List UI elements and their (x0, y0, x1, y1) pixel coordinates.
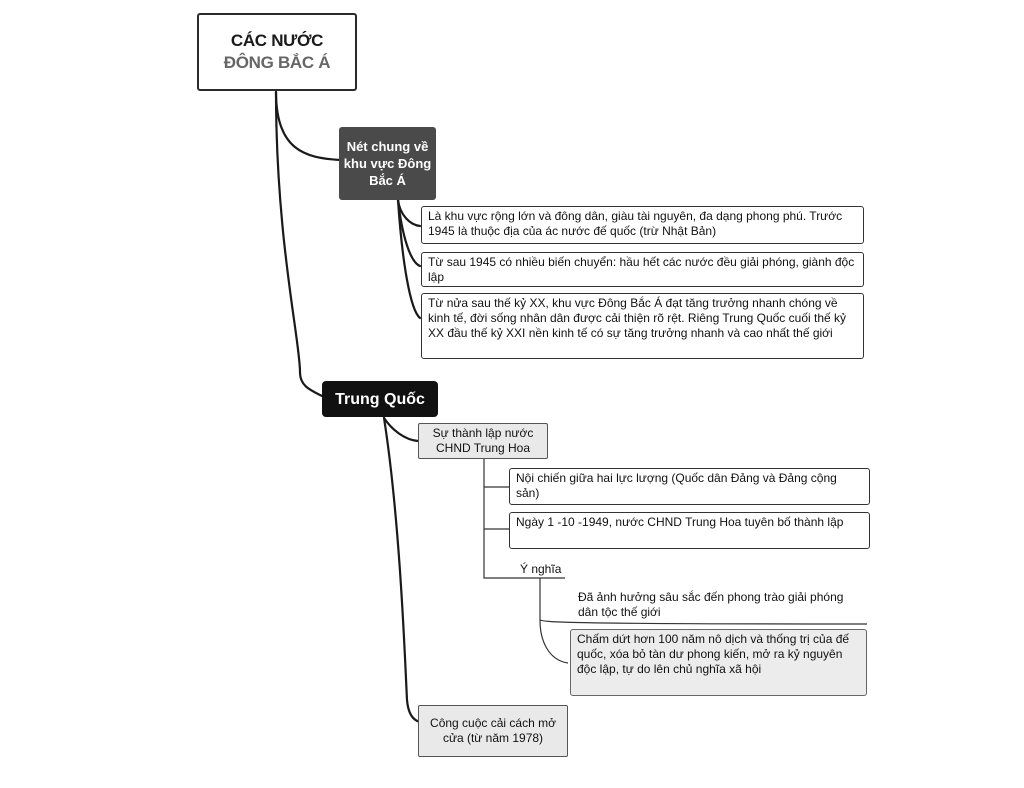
connector-root-common (274, 90, 342, 162)
common-item-1-text: Là khu vực rộng lớn và đông dân, giàu tà… (428, 209, 843, 238)
common-item-2[interactable]: Từ sau 1945 có nhiều biến chuyển: hầu hế… (421, 252, 864, 287)
reform-title: Công cuộc cải cách mở cửa (từ năm 1978) (430, 716, 556, 745)
connector-common-item-2 (396, 198, 422, 268)
founding-title: Sự thành lập nước CHND Trung Hoa (432, 426, 534, 455)
meaning-item-2-text: Chấm dứt hơn 100 năm nô dịch và thống tr… (577, 632, 850, 676)
connector-meaning-item-2 (539, 619, 569, 664)
root-node[interactable]: CÁC NƯỚC ĐÔNG BẮC Á (197, 13, 357, 91)
common-item-2-text: Từ sau 1945 có nhiều biến chuyển: hầu hế… (428, 255, 855, 284)
meaning-title: Ý nghĩa (520, 562, 562, 576)
meaning-node[interactable]: Ý nghĩa (514, 562, 574, 578)
root-title-line-1: CÁC NƯỚC (230, 31, 324, 50)
common-features-node[interactable]: Nét chung về khu vực Đông Bắc Á (339, 127, 436, 200)
common-item-3-text: Từ nửa sau thế kỷ XX, khu vực Đông Bắc Á… (428, 296, 847, 340)
founding-item-1[interactable]: Nội chiến giữa hai lực lượng (Quốc dân Đ… (509, 468, 870, 505)
root-title-line-2: ĐÔNG BẮC Á (223, 53, 331, 72)
common-item-3[interactable]: Từ nửa sau thế kỷ XX, khu vực Đông Bắc Á… (421, 293, 864, 359)
meaning-item-1-text: Đã ảnh hưởng sâu sắc đến phong trào giải… (578, 590, 844, 619)
meaning-item-1[interactable]: Đã ảnh hưởng sâu sắc đến phong trào giải… (572, 590, 862, 622)
china-title: Trung Quốc (335, 390, 425, 408)
connector-china-founding (382, 416, 420, 443)
connector-common-item-1 (396, 198, 422, 228)
china-node[interactable]: Trung Quốc (322, 381, 438, 417)
founding-item-1-text: Nội chiến giữa hai lực lượng (Quốc dân Đ… (516, 471, 837, 500)
connector-root-china (274, 90, 324, 398)
founding-item-2-text: Ngày 1 -10 -1949, nước CHND Trung Hoa tu… (516, 515, 844, 529)
common-features-title: Nét chung về khu vực Đông Bắc Á (343, 139, 432, 188)
connector-common-item-3 (396, 198, 422, 320)
founding-item-2[interactable]: Ngày 1 -10 -1949, nước CHND Trung Hoa tu… (509, 512, 870, 549)
founding-node[interactable]: Sự thành lập nước CHND Trung Hoa (418, 423, 548, 459)
meaning-item-2[interactable]: Chấm dứt hơn 100 năm nô dịch và thống tr… (570, 629, 867, 696)
reform-node[interactable]: Công cuộc cải cách mở cửa (từ năm 1978) (418, 705, 568, 757)
common-item-1[interactable]: Là khu vực rộng lớn và đông dân, giàu tà… (421, 206, 864, 244)
connector-china-reform (382, 416, 422, 724)
